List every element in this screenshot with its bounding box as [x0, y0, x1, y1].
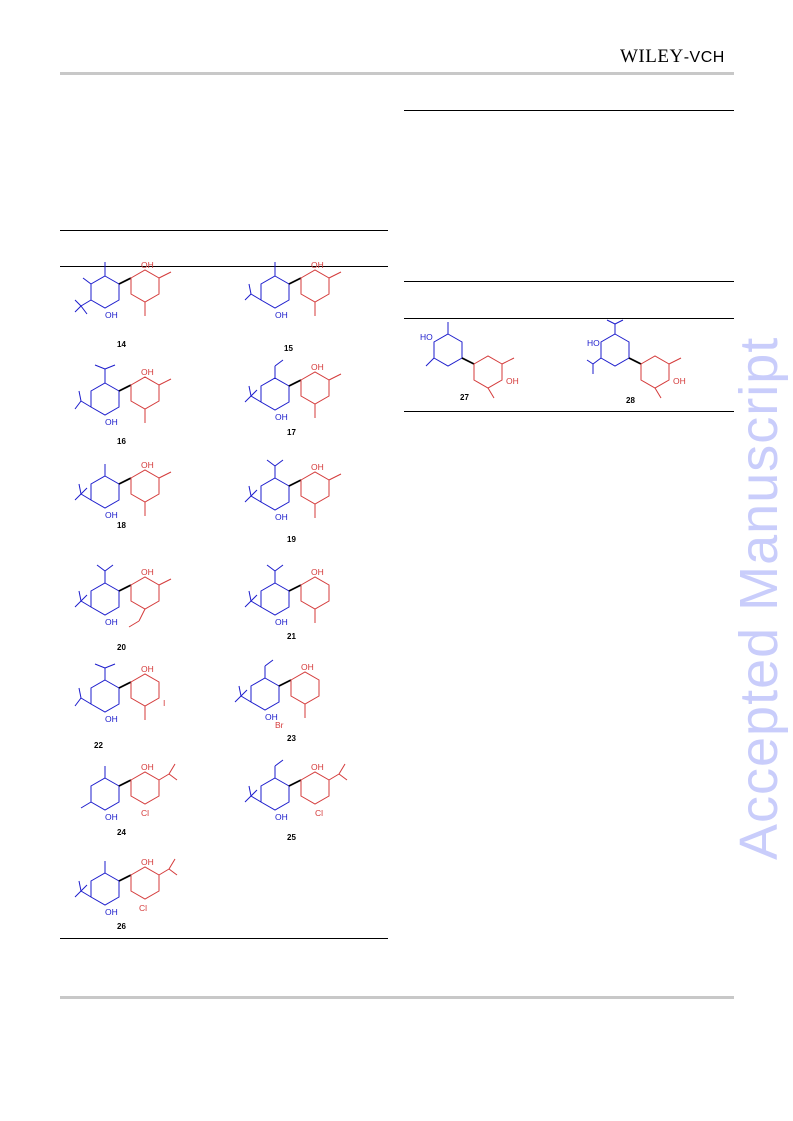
right-column-top-rule: [404, 110, 734, 111]
oh-blue: OH: [275, 617, 288, 627]
oh-blue: OH: [275, 412, 288, 422]
oh-blue: OH: [105, 907, 118, 917]
compound-label: 28: [626, 396, 635, 405]
oh-red: OH: [311, 362, 324, 372]
oh-red: OH: [311, 260, 324, 270]
structure-28: HO OH: [586, 319, 686, 399]
compound-label: 24: [117, 828, 126, 837]
cl-red: Cl: [315, 808, 323, 818]
compound-label: 16: [117, 437, 126, 446]
compound-label: 22: [94, 741, 103, 750]
compound-label: 19: [287, 535, 296, 544]
oh-blue: OH: [275, 812, 288, 822]
compound-label: 20: [117, 643, 126, 652]
table-right-top-rule: [404, 281, 734, 282]
footer-rule: [60, 996, 734, 999]
table-left-top-rule: [60, 230, 388, 231]
iodo-red: I: [163, 698, 165, 708]
table-right-bottom-rule: [404, 411, 734, 412]
structure-23: OH OH Br: [234, 659, 320, 730]
structure-22: OH OH I: [74, 663, 165, 724]
compound-label: 21: [287, 632, 296, 641]
oh-red: OH: [141, 260, 154, 270]
table-right-header-rule: [404, 318, 734, 319]
oh-blue: OH: [275, 310, 288, 320]
structure-15: OH OH: [244, 260, 342, 320]
oh-red: OH: [141, 857, 154, 867]
structure-14: OH OH: [74, 260, 172, 320]
compound-label: 15: [284, 344, 293, 353]
publisher-suffix: -VCH: [683, 49, 725, 66]
table-left-bottom-rule: [60, 938, 388, 939]
oh-blue: OH: [105, 812, 118, 822]
structure-16: OH OH: [74, 364, 172, 427]
header-rule: [60, 72, 734, 75]
table-left-header-rule: [60, 266, 388, 267]
compound-label: 17: [287, 428, 296, 437]
oh-red: OH: [311, 762, 324, 772]
compound-label: 27: [460, 393, 469, 402]
compound-label: 26: [117, 922, 126, 931]
structure-27: HO OH: [420, 322, 519, 399]
oh-red: OH: [301, 662, 314, 672]
oh-red: OH: [141, 567, 154, 577]
accepted-manuscript-watermark: Accepted Manuscript: [729, 336, 789, 860]
oh-blue: OH: [105, 714, 118, 724]
compound-label: 25: [287, 833, 296, 842]
oh-red: OH: [141, 460, 154, 470]
oh-red: OH: [141, 762, 154, 772]
oh-red: OH: [506, 376, 519, 386]
oh-red: OH: [311, 462, 324, 472]
structure-24: OH OH Cl: [80, 762, 178, 822]
compound-label: 18: [117, 521, 126, 530]
cl-red: Cl: [141, 808, 149, 818]
oh-blue: OH: [275, 512, 288, 522]
structure-26: OH OH Cl: [74, 857, 178, 917]
cl-red: Cl: [139, 903, 147, 913]
oh-blue: OH: [105, 310, 118, 320]
oh-red: OH: [141, 664, 154, 674]
oh-red: OH: [311, 567, 324, 577]
structure-17: OH OH: [244, 359, 342, 422]
oh-blue: OH: [105, 510, 118, 520]
ho-blue: HO: [587, 338, 600, 348]
oh-blue: OH: [105, 417, 118, 427]
structure-21: OH OH: [244, 564, 330, 627]
compound-label: 14: [117, 340, 126, 349]
ho-blue: HO: [420, 332, 433, 342]
oh-blue: OH: [105, 617, 118, 627]
publisher-main: WILEY: [620, 46, 684, 67]
structure-19: OH OH: [244, 459, 342, 522]
structure-25: OH OH Cl: [244, 759, 348, 822]
compound-label: 23: [287, 734, 296, 743]
structure-20: OH OH: [74, 564, 172, 628]
br-red: Br: [275, 720, 284, 730]
oh-red: OH: [141, 367, 154, 377]
structure-18: OH OH: [74, 460, 172, 520]
oh-blue: OH: [265, 712, 278, 722]
publisher-logo: WILEY-VCH: [620, 46, 725, 68]
oh-red: OH: [673, 376, 686, 386]
